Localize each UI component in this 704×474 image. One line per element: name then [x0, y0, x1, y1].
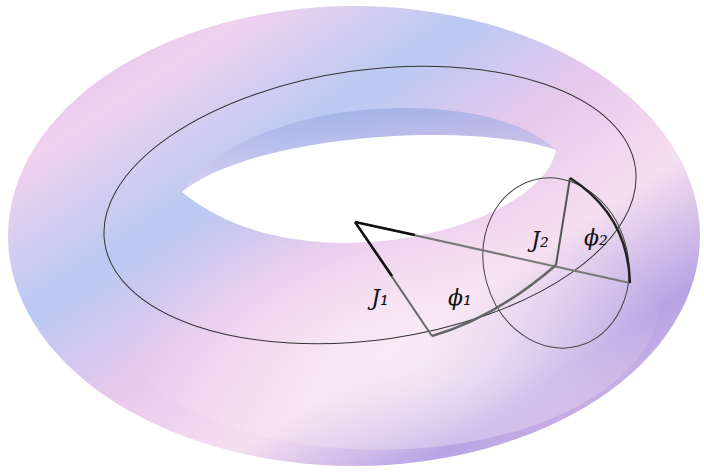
- torus-surface: [8, 6, 700, 466]
- radius-line: [355, 222, 630, 283]
- variable-label: J₁: [371, 287, 389, 309]
- torus-hole: [182, 135, 556, 243]
- core-circle: [86, 34, 654, 376]
- radius-line: [556, 178, 570, 265]
- variable-label: J₂: [531, 229, 549, 251]
- angle-arc: [432, 265, 556, 336]
- angle-arc: [570, 178, 630, 283]
- variable-label: ϕ₂: [584, 227, 608, 249]
- radius-line: [355, 222, 392, 276]
- variable-label: ϕ₁: [448, 287, 472, 309]
- cross-section-circle: [464, 161, 648, 364]
- radius-line: [355, 222, 432, 336]
